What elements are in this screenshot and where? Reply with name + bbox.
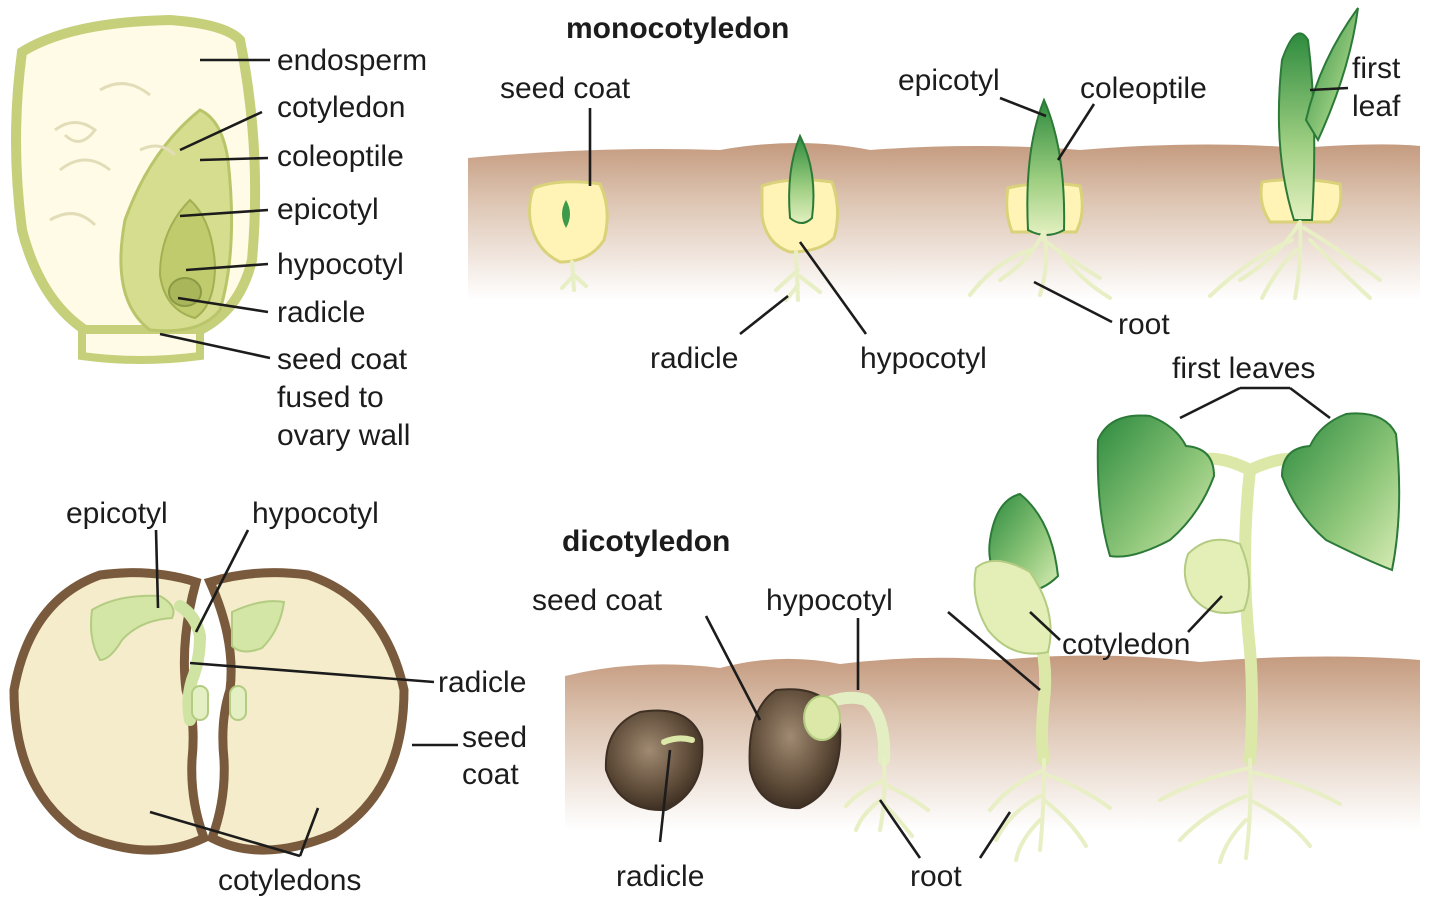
label-dicot-hypocotyl: hypocotyl bbox=[252, 497, 379, 530]
label-radicle: radicle bbox=[277, 296, 365, 329]
label-mono-hypocotyl: hypocotyl bbox=[860, 342, 987, 375]
label-endosperm: endosperm bbox=[277, 44, 427, 77]
label-mono-seed-coat: seed coat bbox=[500, 72, 631, 105]
label-mono-epicotyl: epicotyl bbox=[898, 64, 1000, 97]
label-dicot-seed-coat-line1: seed bbox=[462, 721, 527, 754]
label-first-leaves: first leaves bbox=[1172, 352, 1315, 385]
dicot-seed-cross-section bbox=[14, 573, 404, 850]
label-hypocotyl: hypocotyl bbox=[277, 248, 404, 281]
label-mono-coleoptile: coleoptile bbox=[1080, 72, 1207, 105]
monocot-title: monocotyledon bbox=[566, 12, 789, 45]
label-seed-coat-line2: fused to bbox=[277, 381, 384, 414]
label-seed-coat-line1: seed coat bbox=[277, 343, 408, 376]
label-dicot-seed-coat-line2: coat bbox=[462, 758, 519, 791]
label-dicot-epicotyl: epicotyl bbox=[66, 497, 168, 530]
label-coleoptile: coleoptile bbox=[277, 140, 404, 173]
monocot-seed-cross-section bbox=[16, 20, 255, 360]
label-cotyledon: cotyledon bbox=[277, 91, 405, 124]
label-dicot-growth-radicle: radicle bbox=[616, 860, 704, 893]
label-dicot-root: root bbox=[910, 860, 962, 893]
label-first-leaf-line1: first bbox=[1352, 52, 1401, 85]
label-dicot-radicle: radicle bbox=[438, 666, 526, 699]
label-epicotyl: epicotyl bbox=[277, 193, 379, 226]
label-seed-coat-line3: ovary wall bbox=[277, 419, 410, 452]
label-dicot-cotyledon: cotyledon bbox=[1062, 628, 1190, 661]
label-dicot-seed-coat: seed coat bbox=[532, 584, 663, 617]
label-mono-radicle: radicle bbox=[650, 342, 738, 375]
label-cotyledons: cotyledons bbox=[218, 864, 361, 897]
label-mono-root: root bbox=[1118, 308, 1170, 341]
label-first-leaf-line2: leaf bbox=[1352, 90, 1401, 123]
label-dicot-growth-hypocotyl: hypocotyl bbox=[766, 584, 893, 617]
dicot-title: dicotyledon bbox=[562, 525, 730, 558]
